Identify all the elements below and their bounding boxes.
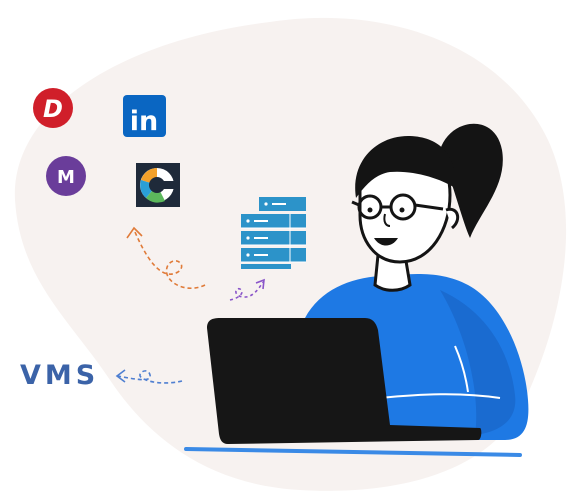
dashed-arrow-orange: [126, 226, 206, 290]
vms-label: VMS: [20, 360, 100, 391]
nose: [383, 213, 391, 227]
svg-text:D: D: [43, 95, 63, 123]
c-logo-icon: [136, 163, 180, 207]
sweater-shade: [440, 290, 516, 435]
svg-text:M: M: [57, 167, 75, 188]
hair: [355, 135, 456, 198]
sweater-fold: [454, 345, 469, 393]
mouth: [374, 238, 398, 246]
svg-text:in: in: [130, 106, 158, 137]
ear: [445, 207, 460, 230]
m-logo-icon: M: [46, 156, 86, 196]
linkedin-icon: in: [123, 95, 166, 137]
neck: [373, 253, 412, 292]
server-stack-icon: [241, 197, 306, 269]
d-logo-icon: D: [33, 88, 73, 128]
right-eye: [399, 207, 405, 213]
glasses-icon: [351, 193, 444, 221]
dashed-arrow-purple: [229, 278, 265, 301]
ponytail: [440, 123, 503, 238]
dashed-arrow-blue: [115, 369, 183, 384]
sweater-fold-2: [379, 393, 501, 399]
left-eye: [367, 207, 373, 213]
laptop: [207, 318, 482, 444]
desk-line: [184, 447, 522, 457]
